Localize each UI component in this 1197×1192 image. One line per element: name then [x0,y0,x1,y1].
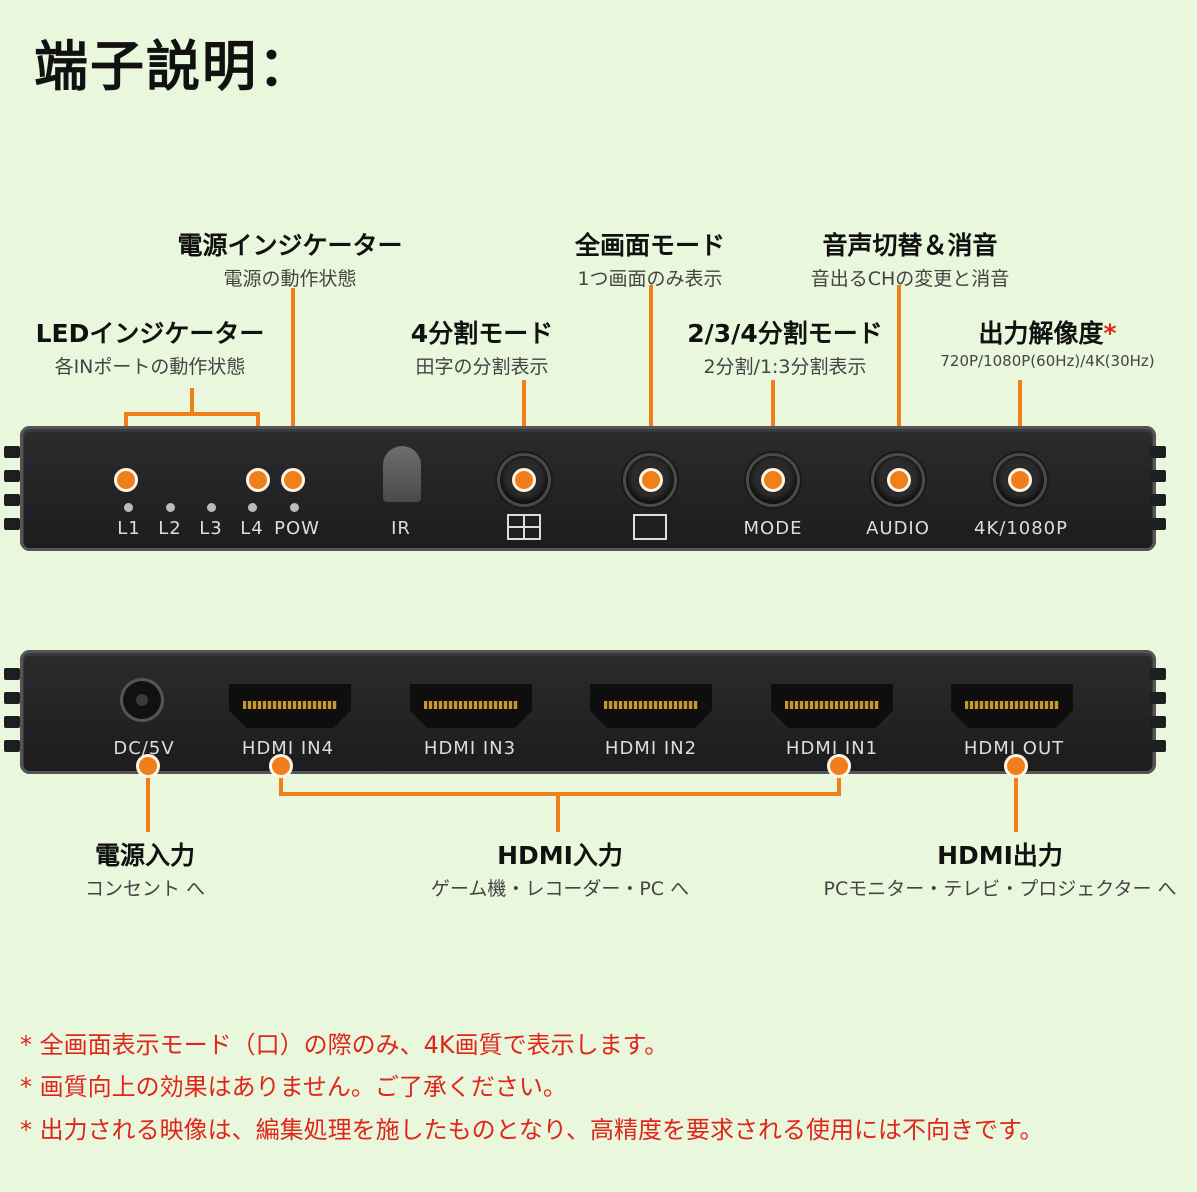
page-title: 端子説明： [34,35,314,98]
callout-sub: 2分割/1:3分割表示 [703,356,867,378]
callout-split-mode: 2/3/4分割モード 2分割/1:3分割表示 [665,314,905,379]
hdmi-in1-port[interactable] [771,684,893,728]
mode-label: MODE [743,518,803,539]
port-label: HDMI IN1 [785,738,879,759]
full-screen-icon [633,514,667,540]
callout-heading: 電源入力 [94,841,195,870]
callout-power-indicator: 電源インジケーター 電源の動作状態 [170,226,410,291]
callout-sub: 1つ画面のみ表示 [577,268,723,290]
callout-resolution: 出力解像度* 720P/1080P(60Hz)/4K(30Hz) [905,314,1190,370]
hdmi-out-port[interactable] [951,684,1073,728]
dc-label: DC/5V [113,738,175,759]
callout-sub: 各INポートの動作状態 [54,356,246,378]
port-label: HDMI OUT [963,738,1065,759]
note-line: * 全画面表示モード（口）の際のみ、4K画質で表示します。 [20,1031,669,1059]
port-label: HDMI IN2 [604,738,698,759]
callout-heading: 4分割モード [410,319,554,348]
port-label: HDMI IN3 [423,738,517,759]
callout-hdmi-output: HDMI出力 PCモニター・テレビ・プロジェクター へ [810,836,1190,901]
asterisk-mark: * [1103,319,1117,348]
callout-heading: HDMI入力 [497,841,623,870]
led-l2 [166,503,175,512]
callout-sub: 音出るCHの変更と消音 [810,268,1010,290]
callout-heading: HDMI出力 [937,841,1063,870]
front-panel [20,426,1156,551]
led-l3 [207,503,216,512]
callout-sub: コンセント へ [84,878,206,900]
led-l1 [124,503,133,512]
led-label-l2: L2 [158,518,182,539]
callout-heading: 全画面モード [574,231,725,260]
hdmi-in4-port[interactable] [229,684,351,728]
led-label-l1: L1 [117,518,141,539]
callout-sub: 田字の分割表示 [415,356,549,378]
resolution-label: 4K/1080P [974,518,1068,539]
callout-heading: 出力解像度 [978,319,1104,348]
callout-audio: 音声切替＆消音 音出るCHの変更と消音 [780,226,1040,291]
note-line: * 出力される映像は、編集処理を施したものとなり、高精度を要求される使用には不向… [20,1116,1044,1144]
hdmi-in3-port[interactable] [410,684,532,728]
led-l4 [248,503,257,512]
callout-power-input: 電源入力 コンセント へ [50,836,240,901]
callout-heading: LEDインジケーター [35,319,265,348]
callout-led-indicator: LEDインジケーター 各INポートの動作状態 [20,314,280,379]
ir-receiver [383,446,421,502]
callout-heading: 電源インジケーター [177,231,403,260]
callout-hdmi-input: HDMI入力 ゲーム機・レコーダー・PC へ [400,836,720,901]
quad-split-icon [507,514,541,540]
dc-jack[interactable] [123,681,161,719]
callout-full-mode: 全画面モード 1つ画面のみ表示 [545,226,755,291]
led-pow [290,503,299,512]
led-label-l3: L3 [199,518,223,539]
led-label-pow: POW [274,518,320,539]
callout-sub: 電源の動作状態 [223,268,357,290]
port-label: HDMI IN4 [241,738,335,759]
callout-sub: ゲーム機・レコーダー・PC へ [430,878,690,900]
note-line: * 画質向上の効果はありません。ご了承ください。 [20,1073,567,1101]
callout-heading: 2/3/4分割モード [687,319,883,348]
callout-sub: 720P/1080P(60Hz)/4K(30Hz) [940,352,1155,370]
callout-quad-mode: 4分割モード 田字の分割表示 [382,314,582,379]
ir-label: IR [391,518,411,539]
callout-heading: 音声切替＆消音 [822,231,998,260]
hdmi-in2-port[interactable] [590,684,712,728]
led-label-l4: L4 [240,518,264,539]
audio-label: AUDIO [866,518,930,539]
callout-sub: PCモニター・テレビ・プロジェクター へ [823,878,1177,900]
